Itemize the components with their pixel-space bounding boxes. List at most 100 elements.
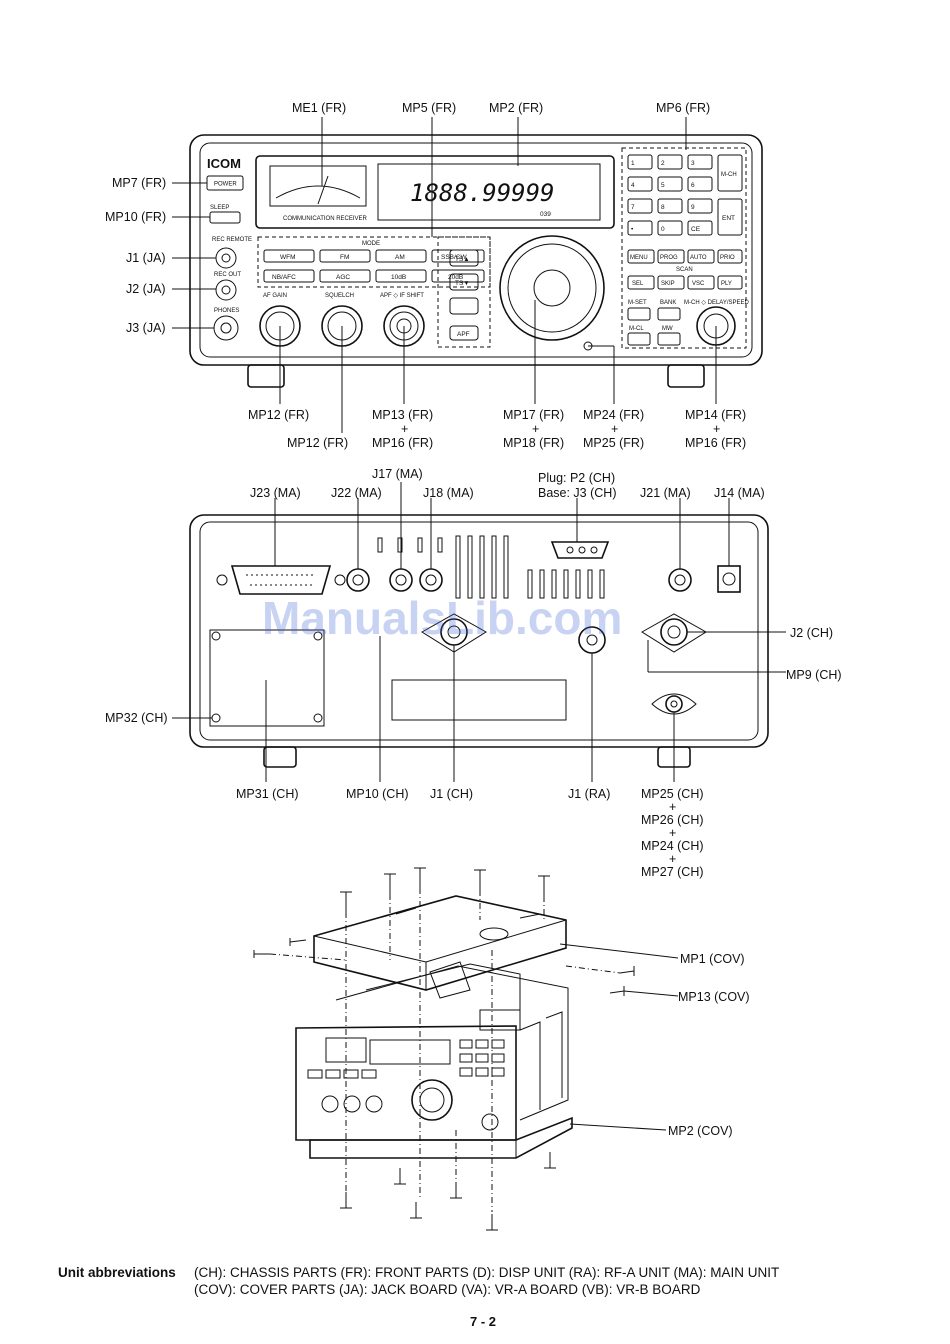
mp31-cover-plate (209, 629, 325, 727)
callout-j21: J21 (MA) (640, 486, 691, 500)
mode-keys: WFM FM AM SSB/CW NB/AFC AGC 10dB 20dB (263, 249, 485, 283)
callout-mp16-b: MP16 (FR) (685, 436, 746, 450)
rear-label-plate (391, 679, 567, 721)
callout-mp26-ch: MP26 (CH) (641, 813, 704, 827)
ts-up-key (449, 249, 479, 267)
frequency-readout: 1888.99999 (410, 179, 555, 207)
rear-leader-lines (172, 482, 786, 782)
phones-label: PHONES (214, 308, 239, 314)
m-set-label: M-SET (628, 300, 647, 306)
j22-jack (346, 568, 370, 592)
key-dot: • (631, 226, 634, 233)
mode-key-20db: 20dB (448, 274, 463, 281)
rear-panel-view: J17 (MA) Plug: P2 (CH) Base: J3 (CH) J23… (105, 467, 842, 879)
rec-remote-jack (215, 247, 237, 269)
keypad-group (621, 147, 747, 349)
callout-mp27-ch: MP27 (CH) (641, 865, 704, 879)
callout-j1-ra: J1 (RA) (568, 787, 610, 801)
mw-label: MW (662, 326, 673, 332)
callout-mp17: MP17 (FR) (503, 408, 564, 422)
power-switch-label: POWER (214, 182, 237, 188)
exploded-front-panel (295, 1025, 517, 1141)
callout-j18: J18 (MA) (423, 486, 474, 500)
rec-out-label: REC OUT (214, 272, 241, 278)
menu-key: MENU (630, 255, 648, 261)
callout-mp1-cov: MP1 (COV) (680, 952, 745, 966)
callout-plus-1: + (401, 422, 408, 436)
mode-key-agc: AGC (336, 274, 350, 281)
apf-key-label: APF (457, 331, 470, 338)
callout-mp24: MP24 (FR) (583, 408, 644, 422)
callout-j2-ch: J2 (CH) (790, 626, 833, 640)
exploded-assembly-view: MP1 (COV) MP13 (COV) MP2 (COV) (253, 867, 750, 1231)
mode-key-wfm: WFM (280, 254, 296, 261)
scan-label: SCAN (676, 267, 693, 273)
rec-remote-label: REC REMOTE (212, 237, 252, 243)
unit-abbreviations-line-2: (COV): COVER PARTS (JA): JACK BOARD (VA)… (194, 1282, 701, 1297)
top-cover (313, 895, 567, 991)
ventilation-slots (377, 535, 605, 599)
key-4: 4 (631, 182, 635, 189)
exploded-leader-lines (559, 943, 679, 1131)
skip-key: SKIP (661, 281, 675, 287)
cover-screws (253, 867, 635, 1231)
bank-label: BANK (660, 300, 676, 306)
key-5: 5 (661, 182, 665, 189)
mode-key-10db: 10dB (391, 274, 406, 281)
numeric-keypad: 1 2 3 4 5 6 7 8 9 • 0 CE (627, 154, 713, 236)
key-7: 7 (631, 204, 635, 211)
m-ch-key-label: M-CH (721, 172, 737, 178)
key-3: 3 (691, 160, 695, 167)
mode-key-am: AM (395, 254, 405, 261)
j21-jack (668, 568, 692, 592)
key-9: 9 (691, 204, 695, 211)
s-meter (269, 165, 367, 207)
phones-jack (213, 315, 239, 341)
callout-plug-p2: Plug: P2 (CH) (538, 471, 615, 485)
apf-if-shift-label: APF ◇ IF SHIFT (380, 293, 424, 299)
brand-logo: ICOM (207, 156, 241, 171)
key-ce: CE (691, 226, 701, 233)
callout-j1-ch: J1 (CH) (430, 787, 473, 801)
callout-mp16-a: MP16 (FR) (372, 436, 433, 450)
auto-key: AUTO (690, 255, 707, 261)
j14-connector (717, 565, 741, 593)
meter-caption: COMMUNICATION RECEIVER (283, 216, 368, 222)
ts-down-key (449, 273, 479, 291)
main-tuning-dial (499, 235, 605, 341)
callout-mp12-b: MP12 (FR) (287, 436, 348, 450)
rear-foot-left (263, 746, 297, 768)
callout-mp25-ch: MP25 (CH) (641, 787, 704, 801)
callout-j17: J17 (MA) (372, 467, 423, 481)
mode-key-nb-afc: NB/AFC (272, 274, 296, 281)
callout-j22: J22 (MA) (331, 486, 382, 500)
rec-out-jack (215, 279, 237, 301)
sleep-label: SLEEP (210, 205, 229, 211)
callout-mp6: MP6 (FR) (656, 101, 710, 115)
mode-key-fm: FM (340, 254, 349, 261)
memory-channel-readout: 039 (540, 211, 551, 218)
callout-j2-ja: J2 (JA) (126, 282, 166, 296)
callout-j1-ja: J1 (JA) (126, 251, 166, 265)
front-foot-left (247, 364, 285, 388)
watermark: ManualsLib.com (262, 592, 622, 644)
callout-mp31: MP31 (CH) (236, 787, 299, 801)
ply-key: PLY (721, 281, 732, 287)
callout-mp14: MP14 (FR) (685, 408, 746, 422)
key-0: 0 (661, 226, 665, 233)
callout-me1: ME1 (FR) (292, 101, 346, 115)
vsc-key: VSC (692, 281, 705, 287)
front-foot-right (667, 364, 705, 388)
callout-mp13-cov: MP13 (COV) (678, 990, 750, 1004)
prio-key: PRIO (720, 255, 735, 261)
callout-mp24-ch: MP24 (CH) (641, 839, 704, 853)
mw-key (657, 332, 681, 346)
callout-plus-5: + (669, 800, 676, 814)
callout-plus-2: + (532, 422, 539, 436)
callout-mp13-fr: MP13 (FR) (372, 408, 433, 422)
apf-key (449, 325, 479, 341)
unit-abbreviations-line-1: (CH): CHASSIS PARTS (FR): FRONT PARTS (D… (194, 1265, 780, 1280)
mode-group-title: MODE (362, 241, 380, 247)
chassis-body (335, 961, 569, 1121)
